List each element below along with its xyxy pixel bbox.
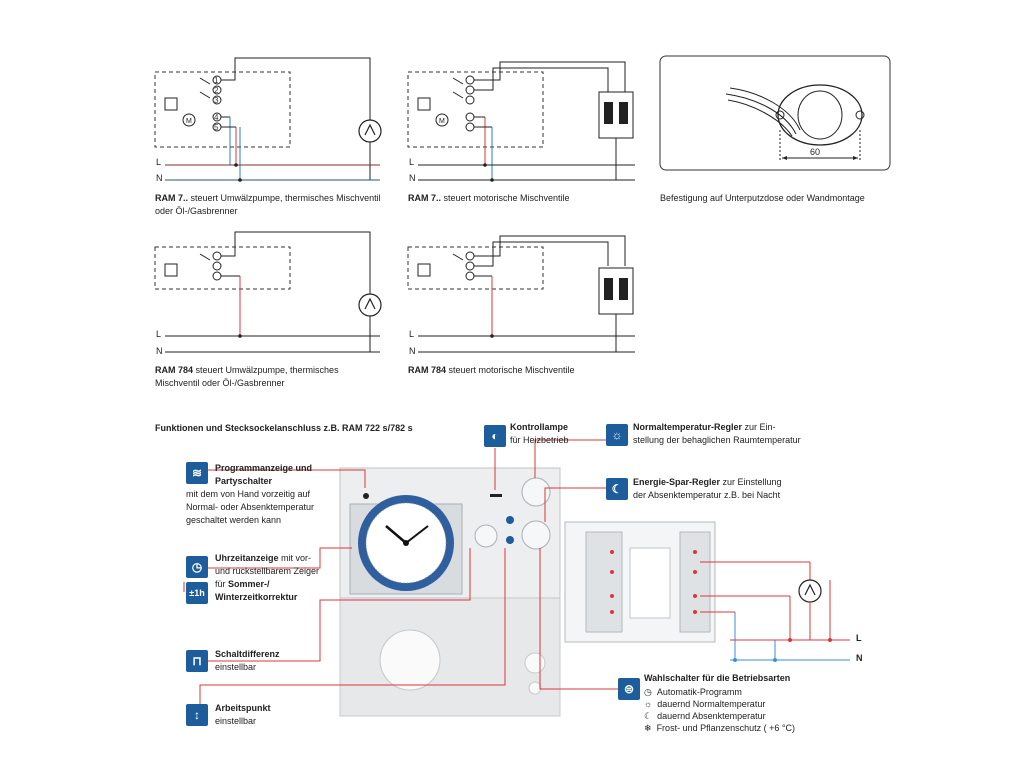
arrow-updown-icon: ↕ (186, 704, 208, 726)
square-wave-icon: ⊓ (186, 650, 208, 672)
diagram-2-caption: RAM 7.. steuert motorische Mischventile (408, 192, 570, 205)
snowflake-icon: ❄ (644, 723, 652, 733)
callout-uhrzeit: Uhrzeitanzeige mit vor- und rückstellbar… (215, 552, 325, 604)
diagram-4-l: L (409, 329, 415, 339)
diagram-3 (154, 231, 382, 353)
callout-kontrolllampe-text: für Heizbetrieb (510, 435, 569, 445)
diagram-3-n: N (156, 346, 163, 356)
svg-text:M: M (186, 118, 192, 125)
section-title: Funktionen und Stecksockelanschluss z.B.… (155, 423, 413, 433)
caption-text: steuert Umwälzpumpe, thermisches Mischve… (188, 193, 381, 203)
diagram-3-caption: RAM 784 steuert Umwälzpumpe, thermisches… (155, 364, 339, 390)
caption-text: steuert motorische Mischventile (441, 193, 570, 203)
callout-wahl-title: Wahlschalter für die Betriebsarten (644, 673, 791, 683)
callout-arbeitspunkt-title: Arbeitspunkt (215, 703, 271, 713)
moon-mode-icon: ☾ (644, 711, 653, 721)
mode-item: ☼ dauernd Normaltemperatur (644, 698, 795, 710)
terminal-1: 1 (214, 76, 219, 85)
sun-mode-icon: ☼ (644, 699, 653, 709)
diagram-4-n: N (409, 346, 416, 356)
mount-dimension: 60 (810, 147, 821, 157)
diagram-2-n: N (409, 173, 416, 183)
callout-normal-text2: stellung der behaglichen Raumtemperatur (633, 435, 801, 445)
callout-schaltdifferenz-title: Schaltdifferenz (215, 649, 280, 659)
terminal-4: 4 (214, 113, 219, 122)
mode-label: Automatik-Programm (656, 687, 742, 697)
mode-list: ◷ Automatik-Programm ☼ dauernd Normaltem… (644, 686, 795, 734)
callout-schaltdifferenz: Schaltdifferenz einstellbar (215, 648, 280, 674)
callout-programm-title: Programmanzeige und Partyschalter (215, 463, 313, 486)
sun-icon: ☼ (606, 424, 628, 446)
callout-uhrzeit-text: mit vor- und rückstellbarem Zeiger für (215, 553, 320, 589)
model-name: RAM 7.. (408, 193, 442, 203)
diagram-1-n: N (156, 173, 163, 183)
caption-text: steuert Umwälzpumpe, thermisches (193, 365, 339, 375)
diagram-4 (407, 235, 635, 353)
mount-illustration (659, 55, 891, 171)
mode-item: ◷ Automatik-Programm (644, 686, 795, 698)
model-name: RAM 7.. (155, 193, 189, 203)
callout-energie-text1: zur Einstellung (720, 477, 782, 487)
callout-normal: Normaltemperatur-Regler zur Ein- stellun… (633, 421, 801, 447)
caption-line2: oder Öl-/Gasbrenner (155, 206, 238, 216)
diagram-2-l: L (409, 157, 415, 167)
clock-icon: ◷ (186, 556, 208, 578)
terminal-3: 3 (214, 96, 219, 105)
moon-icon: ☾ (606, 478, 628, 500)
callout-kontrolllampe: Kontrollampe für Heizbetrieb (510, 421, 569, 447)
mode-label: Frost- und Pflanzenschutz ( +6 °C) (656, 723, 795, 733)
caption-text: steuert motorische Mischventile (446, 365, 575, 375)
callout-programm-desc: mit dem von Hand vorzeitig auf Normal- o… (186, 489, 315, 525)
auto-mode-icon: ◷ (644, 687, 652, 697)
mode-switch-icon: ⊜ (618, 678, 640, 700)
svg-text:M: M (439, 118, 445, 125)
terminal-2: 2 (214, 86, 219, 95)
mode-item: ❄ Frost- und Pflanzenschutz ( +6 °C) (644, 722, 795, 734)
plus-minus-hour-icon: ±1h (186, 582, 208, 604)
callout-leaders (183, 439, 618, 709)
terminal-5: 5 (214, 123, 219, 132)
callout-energie-text2: der Absenktemperatur z.B. bei Nacht (633, 490, 781, 500)
mode-label: dauernd Normaltemperatur (657, 699, 766, 709)
mount-caption: Befestigung auf Unterputzdose oder Wandm… (660, 193, 865, 203)
callout-schaltdifferenz-text: einstellbar (215, 662, 257, 672)
thermostat-device (339, 467, 716, 717)
callout-normal-title: Normaltemperatur-Regler (633, 422, 743, 432)
callout-energie-title: Energie-Spar-Regler (633, 477, 721, 487)
model-name: RAM 784 (408, 365, 447, 375)
diagram-1-l: L (156, 157, 162, 167)
lamp-icon: ◐ (484, 425, 506, 447)
callout-arbeitspunkt-text: einstellbar (215, 716, 257, 726)
diagram-4-caption: RAM 784 steuert motorische Mischventile (408, 364, 575, 377)
diagram-3-l: L (156, 329, 162, 339)
callout-arbeitspunkt: Arbeitspunkt einstellbar (215, 702, 271, 728)
wave-icon: ≋ (186, 462, 208, 484)
callout-uhrzeit-bold2: Sommer-/ Winterzeitkorrektur (215, 579, 298, 602)
callout-normal-text1: zur Ein- (742, 422, 776, 432)
callout-energie: Energie-Spar-Regler zur Einstellung der … (633, 476, 782, 502)
callout-programm: Programmanzeige und Partyschalter (215, 462, 325, 488)
diagram-1: M (154, 57, 382, 182)
base-label-l: L (856, 633, 862, 643)
base-label-n: N (856, 653, 863, 663)
model-name: RAM 784 (155, 365, 194, 375)
diagram-1-caption: RAM 7.. steuert Umwälzpumpe, thermisches… (155, 192, 381, 218)
base-wiring (700, 561, 850, 662)
callout-uhrzeit-title: Uhrzeitanzeige (215, 553, 279, 563)
caption-line2: Mischventil oder Öl-/Gasbrenner (155, 378, 285, 388)
callout-wahl: Wahlschalter für die Betriebsarten (644, 672, 790, 685)
mode-label: dauernd Absenktemperatur (657, 711, 766, 721)
mode-item: ☾ dauernd Absenktemperatur (644, 710, 795, 722)
diagram-2: M (407, 61, 635, 182)
callout-kontrolllampe-title: Kontrollampe (510, 422, 569, 432)
